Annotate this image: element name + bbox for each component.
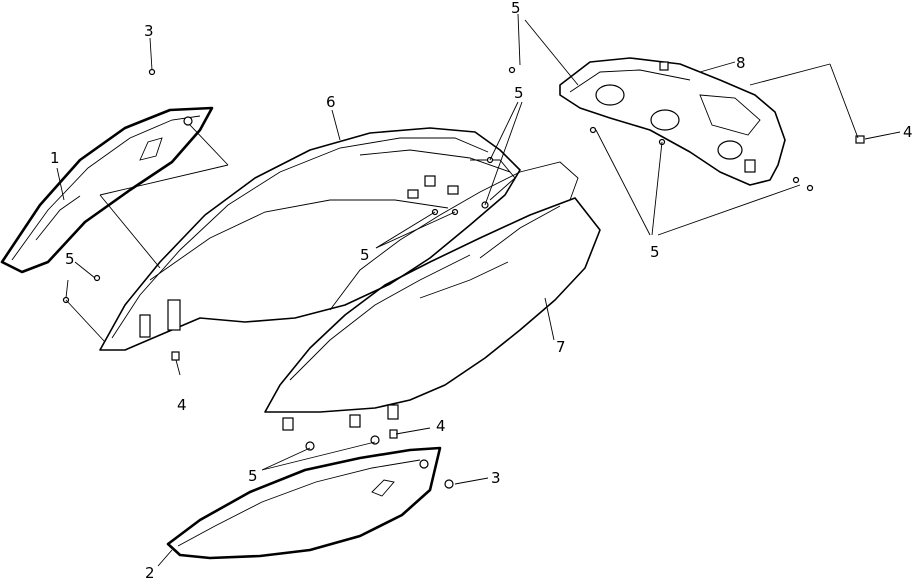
callout-8: 8 [736, 54, 746, 72]
callout-4-left: 4 [177, 396, 187, 414]
callout-5-upper-mid: 5 [514, 84, 524, 102]
callout-5-bottom: 5 [248, 467, 258, 485]
callout-4-bottom: 4 [436, 417, 446, 435]
callout-labels: 1 2 3 3 4 4 4 5 5 5 5 5 5 6 7 8 [50, 0, 913, 579]
callout-3-bottom: 3 [491, 469, 501, 487]
callout-4-right: 4 [903, 123, 913, 141]
callout-5-right: 5 [650, 243, 660, 261]
part-6-rear-body-cover [99, 127, 521, 351]
fasteners [62, 66, 865, 489]
part-2-bottom-side-cover [166, 446, 442, 560]
leader-lines [56, 13, 901, 567]
part-1-left-side-cover [0, 106, 214, 274]
callout-5-top: 5 [511, 0, 521, 17]
callout-6: 6 [326, 93, 336, 111]
callout-2: 2 [145, 564, 155, 579]
callout-7: 7 [556, 338, 566, 356]
part-7-right-side-cover [264, 161, 601, 431]
callout-3-top: 3 [144, 22, 154, 40]
callout-5-mid: 5 [360, 246, 370, 264]
part-8-tail-lamp-assembly [559, 57, 786, 186]
callout-5-left: 5 [65, 250, 75, 268]
callout-1: 1 [50, 149, 60, 167]
